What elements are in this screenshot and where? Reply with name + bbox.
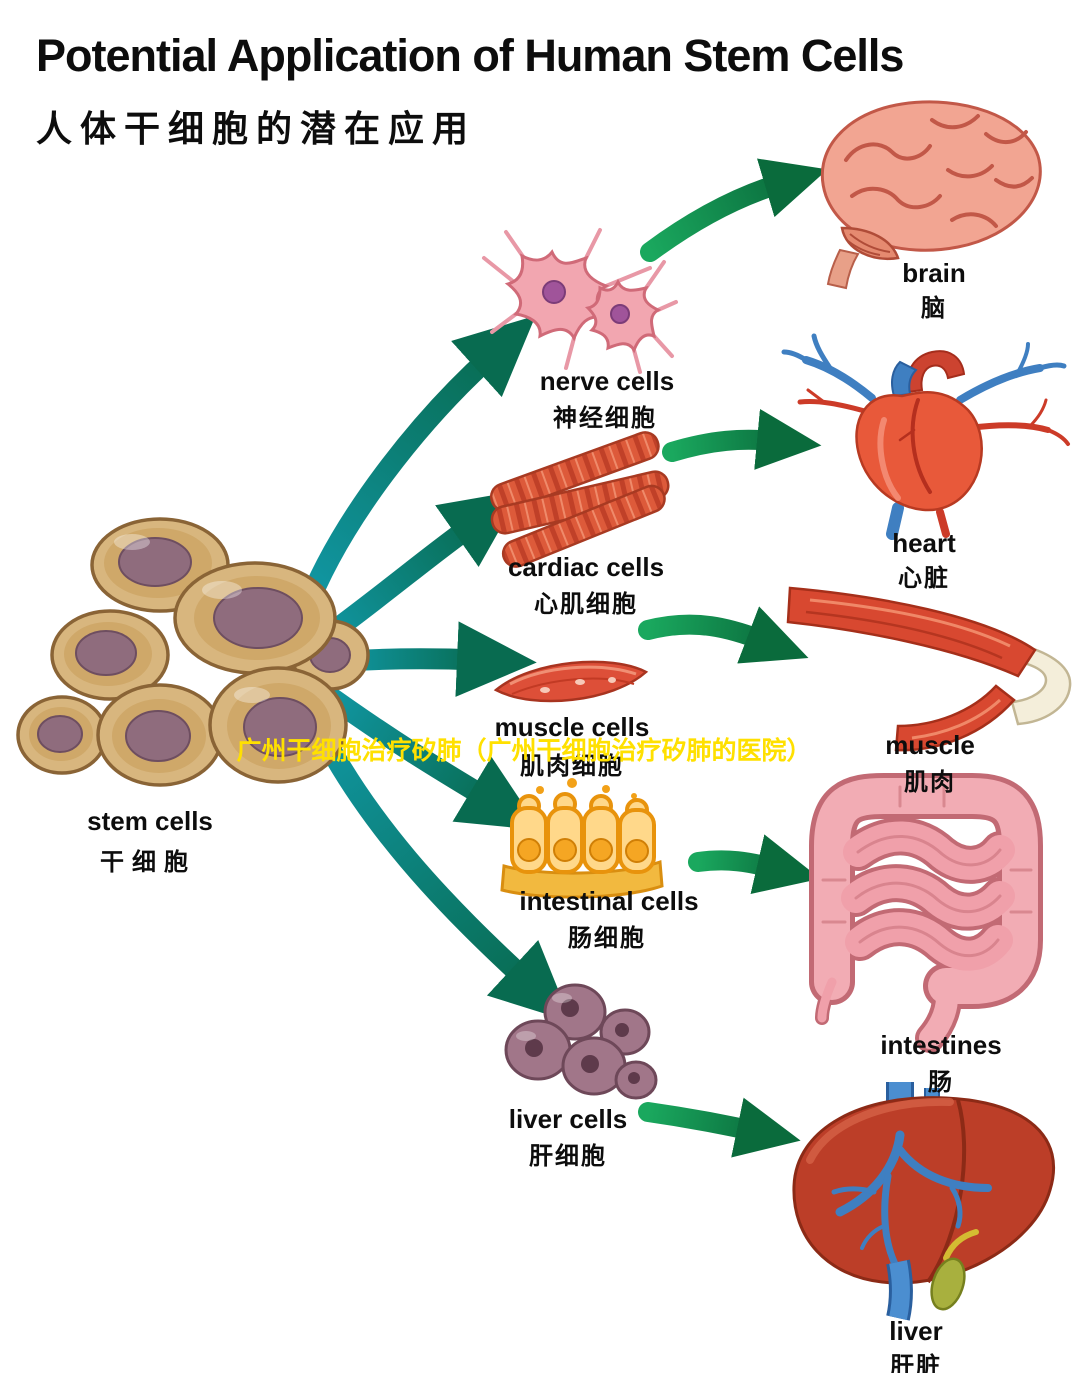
muscle-label-zh: 肌肉 [904,769,956,796]
muscle-arm-illustration [786,586,1072,752]
intestinal-cells-label-zh: 肠细胞 [568,925,646,952]
watermark-text: 广州干细胞治疗矽肺（广州干细胞治疗矽肺的医院） [236,737,812,765]
muscle-cells-illustration [493,660,649,703]
cells-to-organs-arrows [638,158,828,1158]
intestines-label-en: intestines [880,1030,1002,1060]
muscle-cells-label-en: muscle cells [494,712,650,742]
cardiac-cells-label-zh: 心肌细胞 [534,591,638,618]
page-subtitle-chinese: 人体干细胞的潜在应用 [36,108,477,149]
liver-cells-illustration [504,983,658,1100]
heart-illustration [781,333,1070,540]
stem-cells-label-zh: 干细胞 [100,849,196,876]
nerve-cells-label-en: nerve cells [539,366,675,396]
heart-label-zh: 心脏 [898,565,950,592]
brain-label-en: brain [902,258,966,288]
brain-label-zh: 脑 [921,295,947,322]
liver-cells-label-zh: 肝细胞 [529,1143,607,1170]
nerve-cells-label-zh: 神经细胞 [553,405,657,432]
stem-cells-label-en: stem cells [87,806,213,836]
muscle-label-en: muscle [885,730,975,760]
liver-label-zh: 肝脏 [890,1353,942,1373]
intestines-label-zh: 肠 [928,1069,954,1096]
brain-illustration [820,100,1042,290]
page-title: Potential Application of Human Stem Cell… [36,30,904,81]
cardiac-cells-illustration [489,431,670,568]
liver-cells-label-en: liver cells [508,1104,628,1134]
cardiac-cells-label-en: cardiac cells [507,552,665,582]
heart-label-en: heart [892,528,956,558]
nerve-cells-illustration [482,228,678,374]
intestines-illustration [809,773,1043,1053]
stem-cells-illustration [16,517,370,787]
liver-illustration [792,1082,1056,1321]
intestinal-cells-illustration [500,778,664,899]
liver-label-en: liver [889,1316,943,1346]
intestinal-cells-label-en: intestinal cells [519,886,699,916]
